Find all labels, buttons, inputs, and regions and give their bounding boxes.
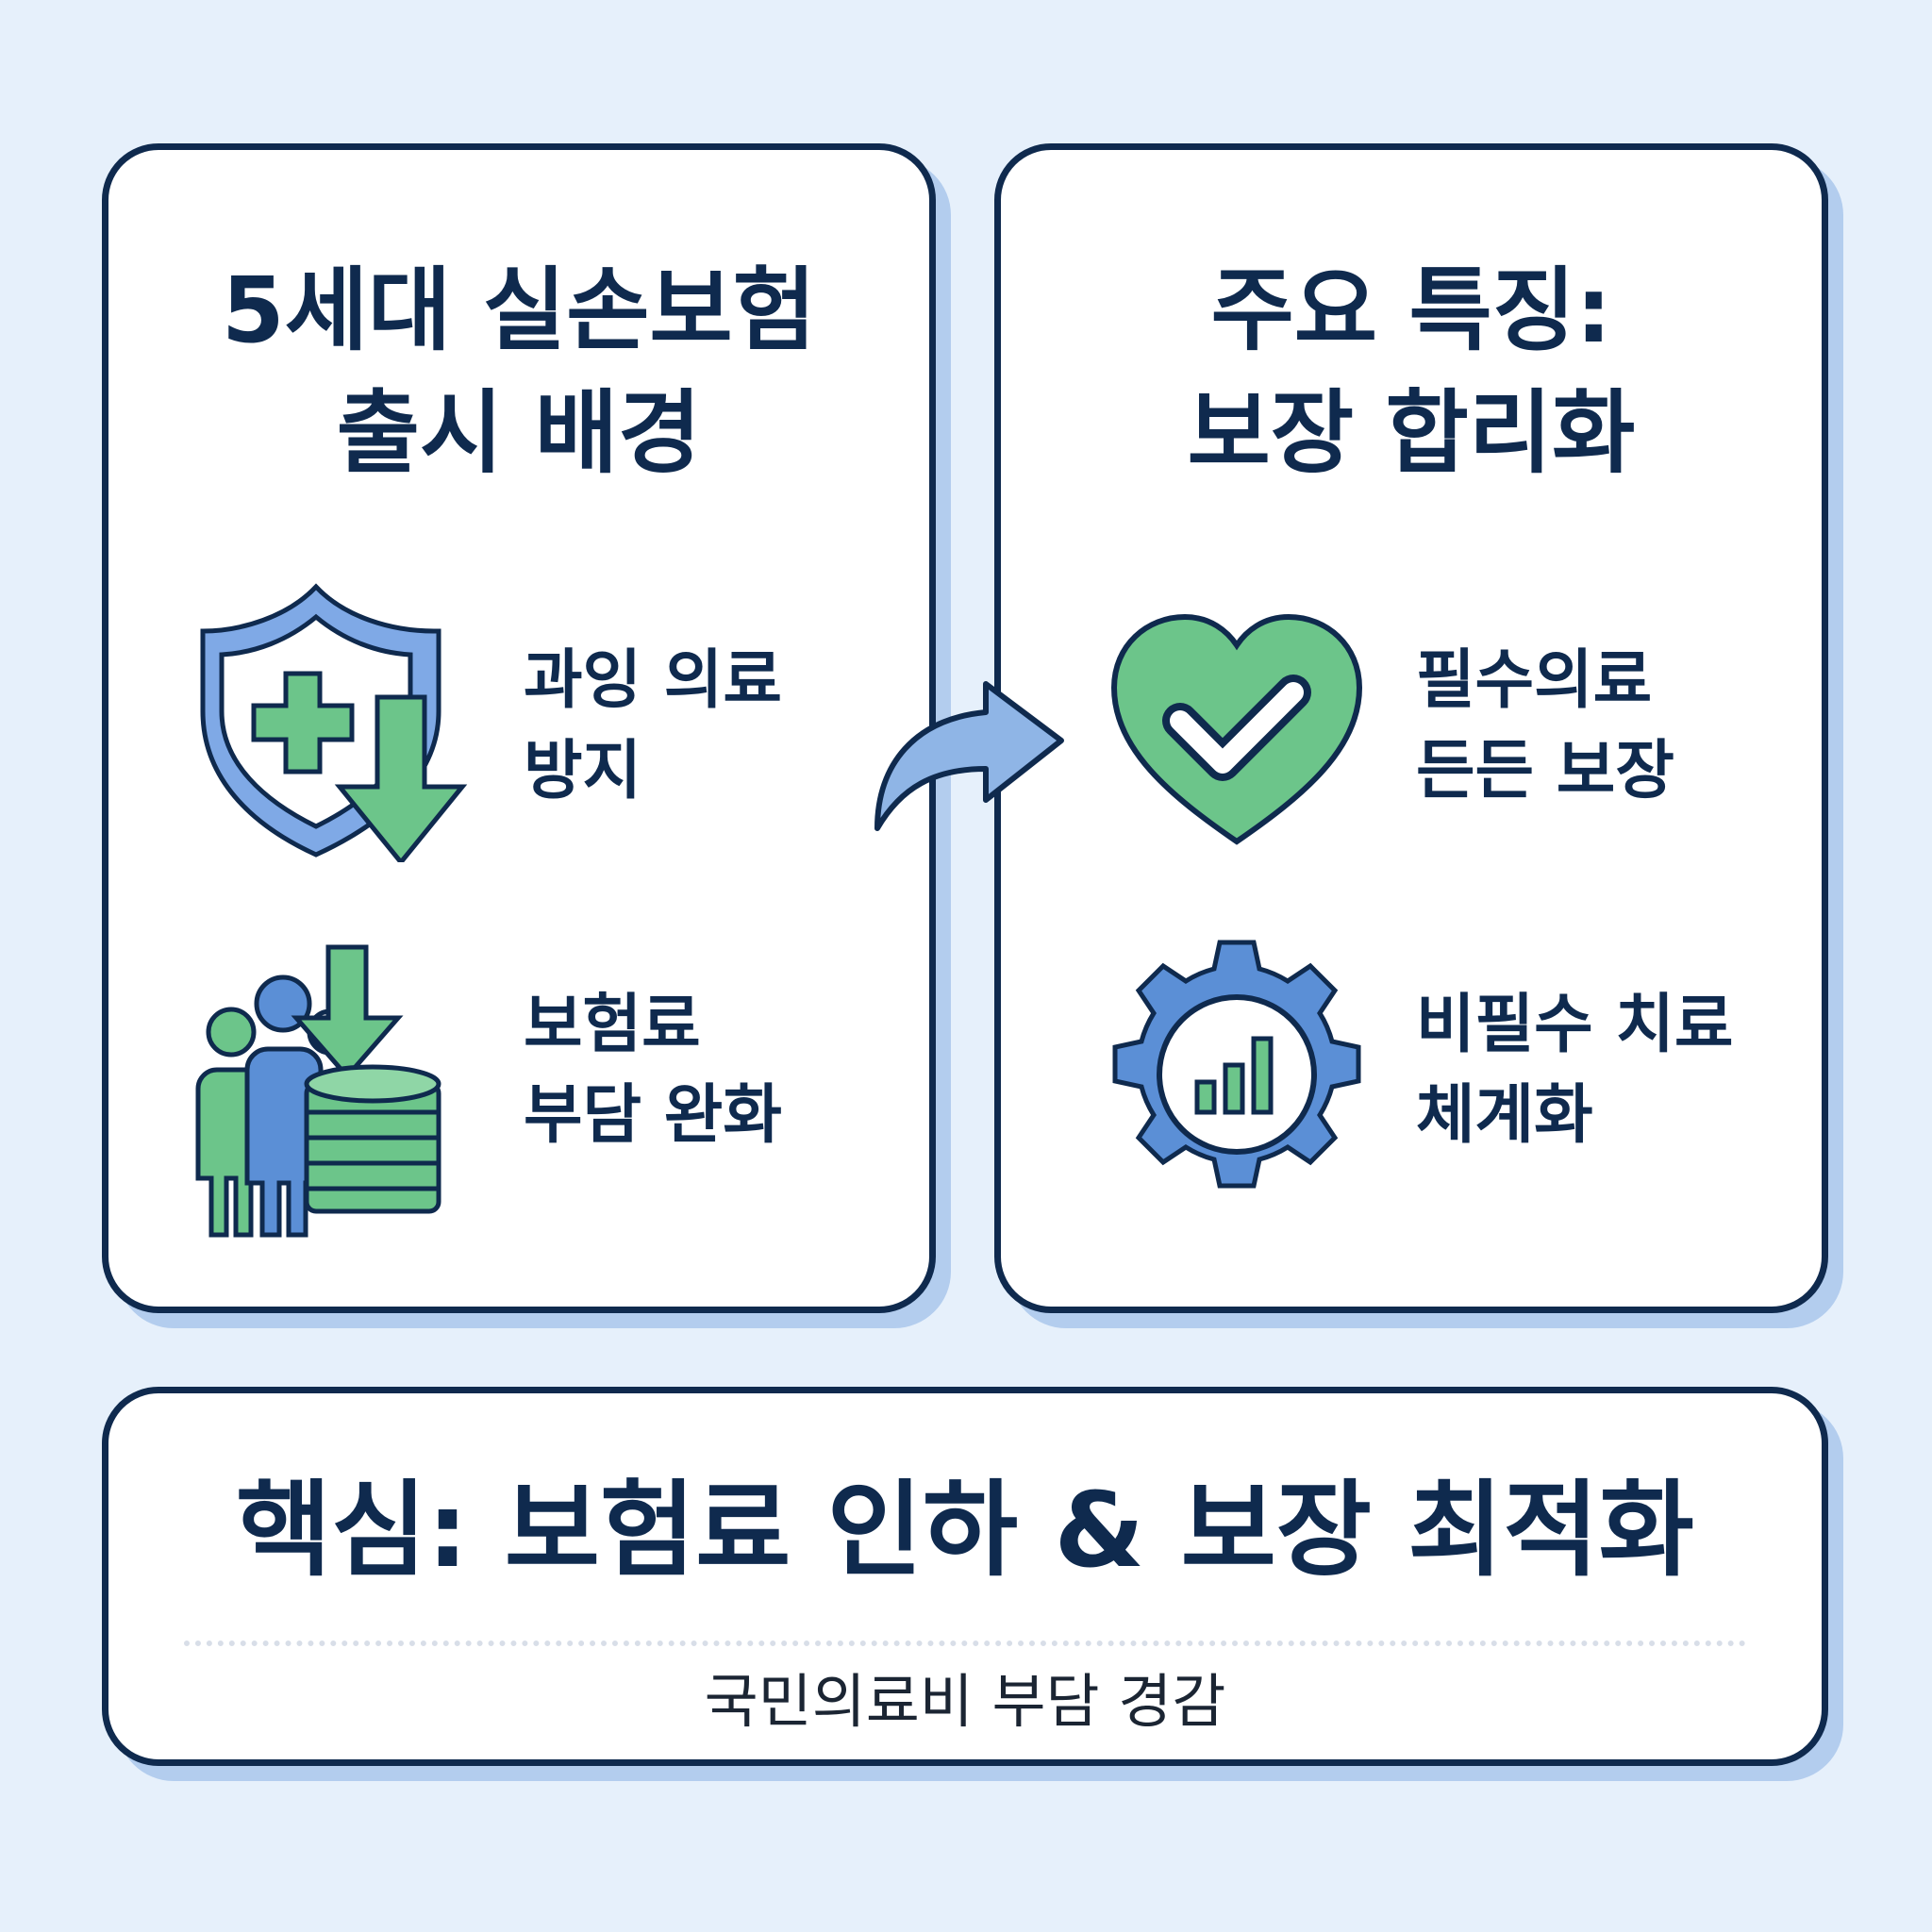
curved-arrow-icon <box>874 681 1064 831</box>
item-line-2: 든든 보장 <box>1416 734 1674 808</box>
dotted-divider <box>184 1641 1746 1646</box>
background-card: 5세대 실손보험 출시 배경 과잉 의료 방지 보험료 부담 완화 <box>102 143 936 1313</box>
item-excessive-care: 과잉 의료 방지 <box>524 636 782 817</box>
item-line-2: 부담 완화 <box>524 1078 782 1153</box>
title-line-2: 보장 합리화 <box>1187 380 1636 486</box>
background-card-title: 5세대 실손보험 출시 배경 <box>108 249 929 494</box>
item-essential-care: 필수의료 든든 보장 <box>1416 636 1674 817</box>
summary-card: 핵심: 보험료 인하 & 보장 최적화 국민의료비 부담 경감 <box>102 1387 1828 1766</box>
heart-check-icon <box>1110 613 1363 845</box>
item-premium-relief: 보험료 부담 완화 <box>524 980 782 1161</box>
item-line-2: 체계화 <box>1416 1078 1593 1153</box>
shield-cross-down-arrow-icon <box>200 583 468 862</box>
title-line-1: 주요 특징: <box>1210 258 1612 363</box>
item-line-1: 과잉 의료 <box>524 643 782 718</box>
title-line-2: 출시 배경 <box>336 380 702 486</box>
summary-subtitle: 국민의료비 부담 경감 <box>704 1667 1226 1736</box>
features-card: 주요 특징: 보장 합리화 필수의료 든든 보장 비필수 치료 체계화 <box>994 143 1828 1313</box>
item-line-1: 비필수 치료 <box>1416 988 1734 1062</box>
summary-headline: 핵심: 보험료 인하 & 보장 최적화 <box>236 1470 1694 1591</box>
item-line-1: 필수의료 <box>1416 643 1653 718</box>
gear-chart-icon <box>1112 940 1361 1189</box>
people-coins-down-arrow-icon <box>195 944 441 1238</box>
title-line-1: 5세대 실손보험 <box>221 258 817 363</box>
item-line-2: 방지 <box>524 734 642 808</box>
item-line-1: 보험료 <box>524 988 701 1062</box>
item-non-essential-care: 비필수 치료 체계화 <box>1416 980 1733 1161</box>
features-card-title: 주요 특징: 보장 합리화 <box>1001 249 1822 494</box>
